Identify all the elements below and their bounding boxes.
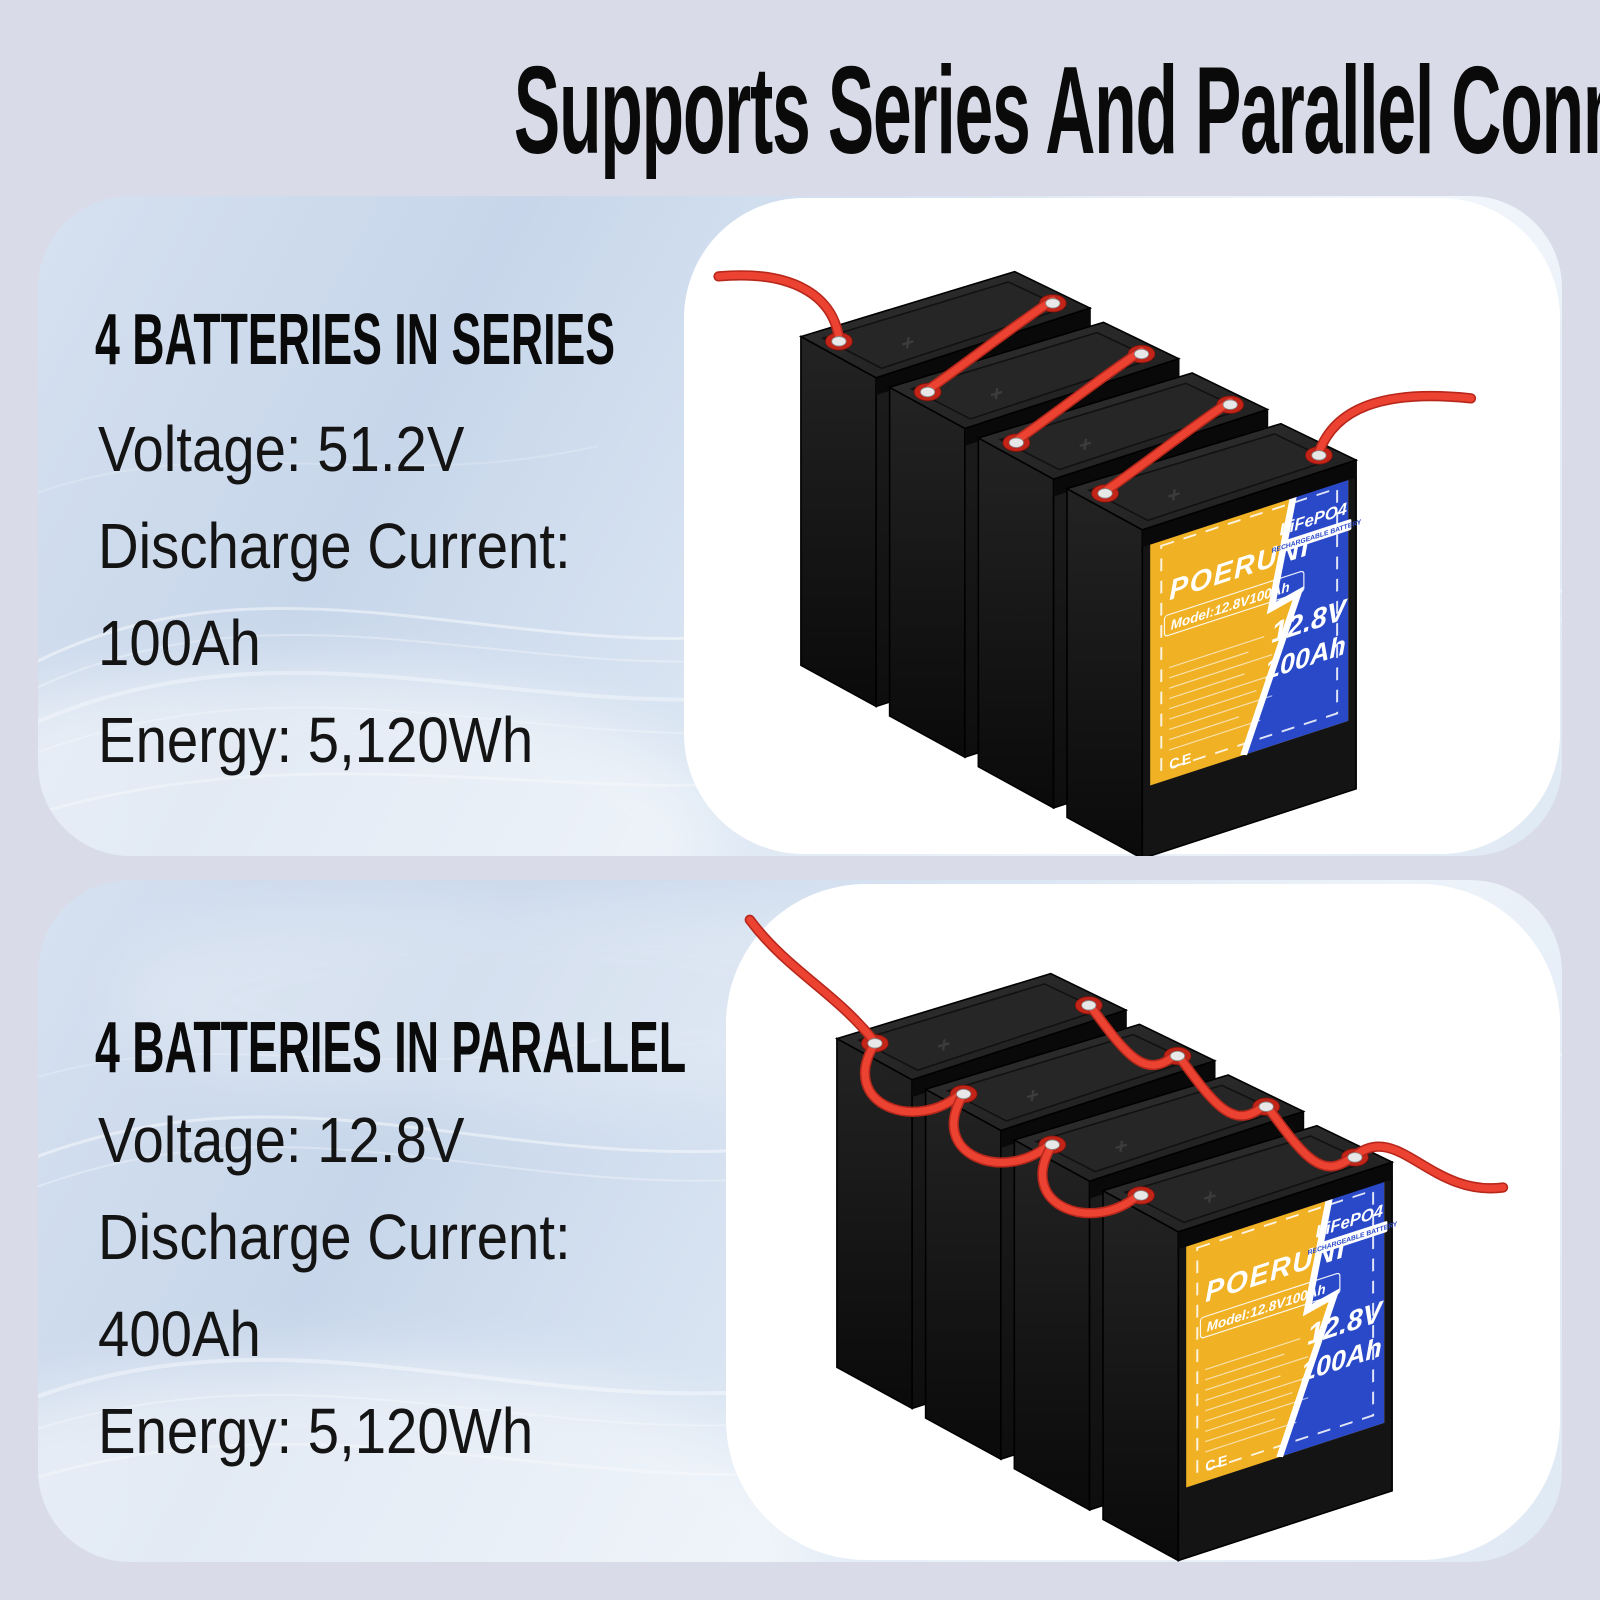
battery-side: [800, 335, 877, 708]
spec-line: Discharge Current:: [98, 510, 571, 582]
spec-list: Voltage: 51.2V Discharge Current: 100Ah …: [98, 401, 635, 789]
wire: [1173, 1050, 1269, 1120]
battery-side: [977, 436, 1055, 810]
battery-lid: [1000, 1060, 1215, 1148]
label-blue-area: [1246, 473, 1349, 754]
wire: [1315, 392, 1475, 456]
label-fine-print: [1205, 1337, 1309, 1453]
series-wires: [713, 270, 1477, 496]
parallel-wires: [744, 914, 1509, 1219]
battery-lid: [912, 1010, 1126, 1098]
page-title: Supports Series And Parallel Connection: [513, 42, 1600, 180]
wire: [1351, 1143, 1507, 1192]
label-fine-print: [1169, 635, 1273, 751]
tagline-band: [1317, 1221, 1388, 1255]
wire: [1103, 397, 1234, 494]
wire: [714, 271, 843, 342]
vent-mark: [901, 337, 914, 349]
soft-light-blob: [38, 1360, 818, 1562]
wire: [1038, 1141, 1144, 1217]
soft-light-blob: [38, 666, 718, 856]
spec-line: Voltage: 12.8V: [98, 1104, 465, 1176]
vent-mark: [1079, 438, 1092, 451]
battery-front-most: POERUNI Model:12.8V100Ah CE LiFePO4 RECH…: [1064, 422, 1362, 856]
wire: [861, 1039, 966, 1116]
wire: [925, 296, 1057, 393]
vent-mark: [1168, 489, 1180, 501]
vent-mark: [1026, 1089, 1039, 1102]
spec-line: Energy: 5,120Wh: [98, 704, 534, 776]
vent-mark: [1204, 1191, 1216, 1203]
label-blue-area: [1282, 1175, 1385, 1456]
page-title-wrap: Supports Series And Parallel Connection: [0, 46, 1600, 176]
battery-lid: [1178, 1162, 1393, 1250]
tagline-band: [1281, 519, 1352, 553]
spec-list: Voltage: 12.8V Discharge Current: 400Ah …: [98, 1092, 635, 1480]
spec-line: Energy: 5,120Wh: [98, 1395, 534, 1467]
spec-line: 400Ah: [98, 1298, 261, 1370]
vent-mark: [1115, 1140, 1128, 1153]
spec-line: Discharge Current:: [98, 1201, 571, 1273]
battery-pack-illustration-parallel: POERUNI Model:12.8V100Ah CE LiFePO4 RECH…: [744, 914, 1509, 1562]
battery-side: [888, 385, 966, 759]
panel-heading: 4 BATTERIES IN SERIES: [95, 300, 616, 380]
battery-label: POERUNI Model:12.8V100Ah CE LiFePO4 RECH…: [1150, 473, 1362, 786]
wire: [1085, 1000, 1180, 1069]
wire: [1014, 347, 1146, 444]
battery-lid: [1142, 460, 1357, 548]
model-box: [1199, 1272, 1341, 1339]
series-panel: 4 BATTERIES IN SERIES Voltage: 51.2V Dis…: [38, 196, 1562, 856]
spec-line: Voltage: 51.2V: [98, 413, 465, 485]
vent-mark: [937, 1039, 950, 1051]
battery-label: POERUNI Model:12.8V100Ah CE LiFePO4 RECH…: [1186, 1175, 1398, 1488]
wire: [746, 916, 877, 1044]
terminal-nuts: [867, 1000, 1363, 1201]
battery-front-most: POERUNI Model:12.8V100Ah CE LiFePO4 RECH…: [1100, 1124, 1398, 1562]
battery-pack-illustration-series: POERUNI Model:12.8V100Ah CE LiFePO4 RECH…: [713, 270, 1477, 856]
model-box: [1163, 570, 1305, 637]
battery-side: [1066, 487, 1144, 856]
terminal-nuts: [831, 298, 1327, 499]
spec-line: 100Ah: [98, 607, 261, 679]
battery-side: [1102, 1189, 1180, 1562]
wire: [950, 1090, 1055, 1166]
battery-lid: [1089, 1111, 1304, 1199]
panel-heading: 4 BATTERIES IN PARALLEL: [95, 1008, 687, 1088]
vent-mark: [990, 387, 1003, 400]
wire: [1262, 1101, 1357, 1170]
label-dashed-border: [1160, 487, 1339, 773]
parallel-panel: 4 BATTERIES IN PARALLEL Voltage: 12.8V D…: [38, 880, 1562, 1562]
